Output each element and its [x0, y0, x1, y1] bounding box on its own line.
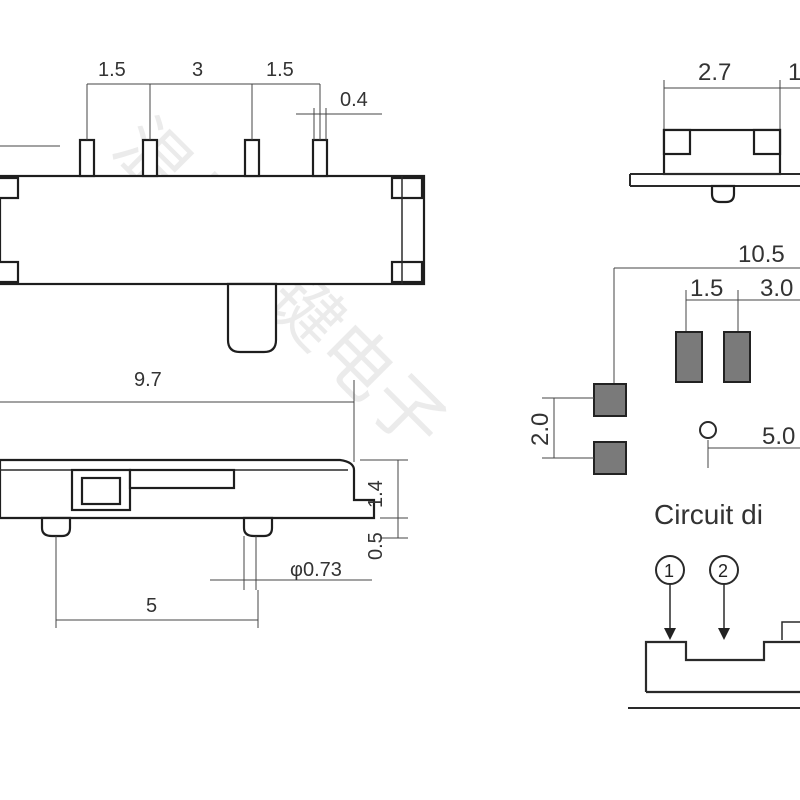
dim-mount-pitch: 2.0	[527, 413, 554, 446]
locating-hole	[699, 421, 717, 439]
circuit-diagram: Circuit di 1 2	[628, 499, 800, 709]
dim-end-width: 2.7	[698, 59, 731, 86]
dim-pin-width: 0.4	[340, 89, 368, 111]
pin-1	[78, 138, 96, 178]
circuit-caption: Circuit di	[654, 499, 763, 530]
dim-leg-height: 0.5	[365, 532, 387, 560]
post-right	[242, 516, 274, 538]
dim-pad-pitch: 1.5	[690, 275, 723, 302]
dim-pitch-1: 1.5	[98, 59, 126, 81]
pin-marker-2-label: 2	[718, 561, 728, 581]
contact-slider	[644, 640, 800, 692]
side-view: 9.7 1.4 0.5 φ0.73 5	[0, 369, 408, 628]
dim-pitch-3: 1.5	[266, 59, 294, 81]
pin-4	[311, 138, 329, 178]
pad-1	[675, 331, 703, 383]
pcb-footprint: 10.5 1.5 3.0 2.0 5.0	[527, 241, 800, 475]
dim-post-diameter: φ0.73	[290, 559, 342, 581]
mount-pad-top	[593, 383, 627, 417]
dim-pad-offset: 3.0	[760, 275, 793, 302]
dim-hole-offset: 5.0	[762, 423, 795, 450]
mount-pad-bottom	[593, 441, 627, 475]
post-left	[40, 516, 72, 538]
dim-post-spacing: 5	[146, 595, 157, 617]
dim-end-width-cut: 1	[788, 59, 800, 86]
dim-footprint-overall: 10.5	[738, 241, 785, 268]
dim-height: 1.4	[365, 480, 387, 508]
dim-pitch-2: 3	[192, 59, 203, 81]
top-view: 1.5 3 1.5 0.4	[0, 59, 426, 354]
pin-marker-1-label: 1	[664, 561, 674, 581]
pin-3	[243, 138, 261, 178]
pad-2	[723, 331, 751, 383]
end-view: 2.7 1	[629, 59, 800, 204]
pin-2	[141, 138, 159, 178]
dim-length: 9.7	[134, 369, 162, 391]
